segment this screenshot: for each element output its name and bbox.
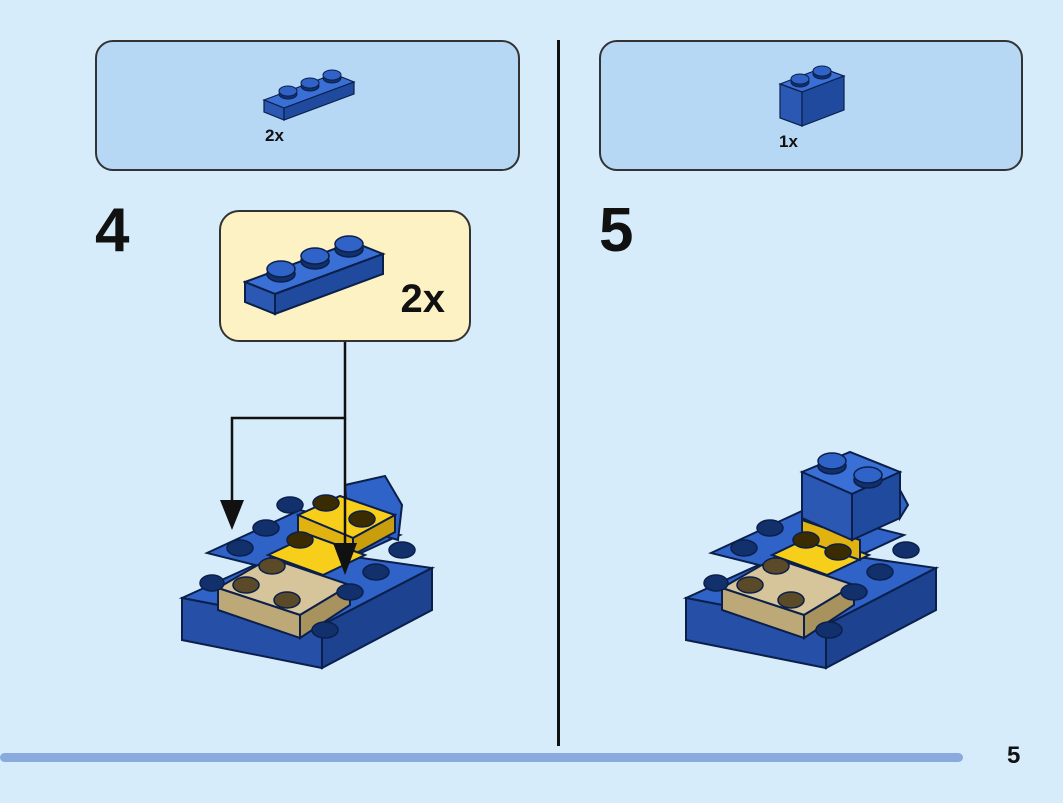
blue-1x3-plate-icon bbox=[243, 235, 386, 316]
parts-box-step-4: 2x bbox=[95, 40, 520, 171]
sub-assembly-callout: 2x bbox=[219, 210, 471, 342]
parts-box-step-5: 1x bbox=[599, 40, 1023, 171]
blue-1x3-plate-icon bbox=[262, 69, 356, 121]
progress-bar bbox=[0, 753, 963, 762]
placement-arrows bbox=[230, 342, 347, 548]
step-number: 4 bbox=[95, 196, 130, 265]
blue-1x2-brick-icon bbox=[778, 65, 846, 127]
callout-quantity: 2x bbox=[400, 277, 446, 321]
step-number: 5 bbox=[599, 196, 634, 265]
parts-quantity: 1x bbox=[779, 132, 798, 151]
step-divider bbox=[557, 40, 560, 746]
page-number: 5 bbox=[1007, 742, 1021, 769]
parts-quantity: 2x bbox=[265, 126, 284, 145]
